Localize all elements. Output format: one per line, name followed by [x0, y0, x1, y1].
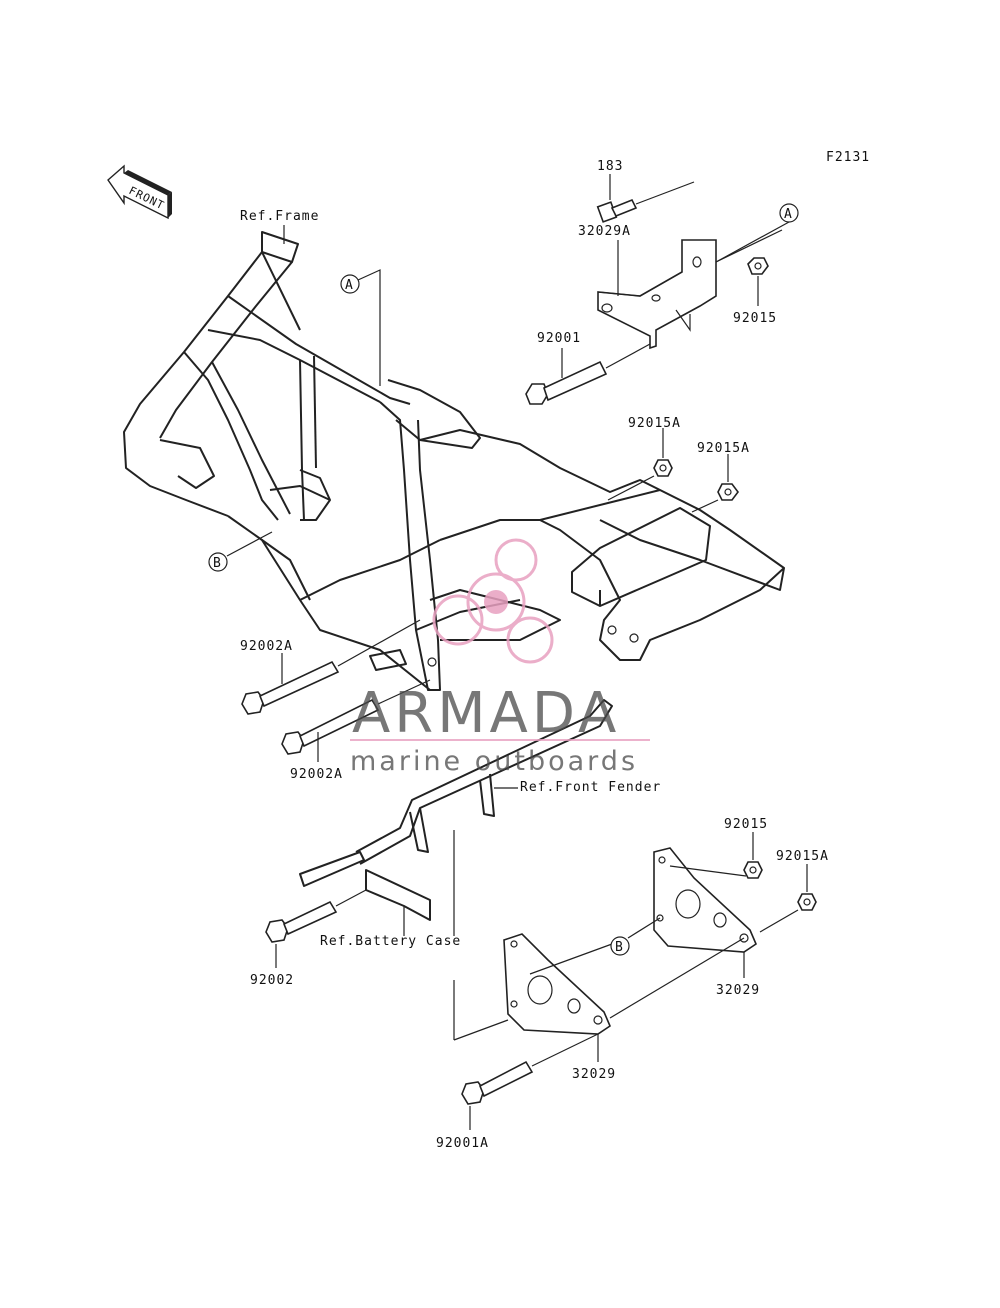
- svg-text:B: B: [615, 940, 624, 955]
- bolt-92001: [525, 343, 651, 405]
- bracket-32029A: [597, 239, 717, 350]
- label-ref-front-fender: Ref.Front Fender: [520, 780, 661, 795]
- label-32029-front: 32029: [572, 1067, 616, 1082]
- label-92015A-1: 92015A: [628, 416, 681, 431]
- diagram-code: F2131: [826, 150, 870, 165]
- label-92015A-2: 92015A: [697, 441, 750, 456]
- callout-b-bracket: B: [610, 936, 630, 956]
- label-92002: 92002: [250, 973, 294, 988]
- label-92015-bottom: 92015: [724, 817, 768, 832]
- label-183: 183: [597, 159, 623, 174]
- nut-92015A-2: [717, 483, 739, 501]
- watermark-logo-icon: [432, 538, 554, 664]
- frame: [123, 231, 785, 691]
- label-92002A-1: 92002A: [240, 639, 293, 654]
- bolt-92002: [265, 889, 367, 943]
- bolt-92002A-1: [241, 619, 421, 715]
- watermark-tagline: marine outboards: [350, 746, 638, 777]
- label-92001A: 92001A: [436, 1136, 489, 1151]
- svg-text:B: B: [213, 556, 222, 571]
- front-arrow-icon: FRONT: [107, 164, 172, 220]
- callout-a-top: A: [779, 203, 799, 223]
- callout-b-frame: B: [208, 552, 228, 572]
- bolt-92002A-2: [281, 679, 431, 755]
- callout-a-frame: A: [340, 274, 360, 294]
- watermark-brand: ARMADA: [352, 681, 620, 746]
- nut-92015-bottom: [743, 861, 763, 879]
- svg-text:A: A: [345, 278, 354, 293]
- label-ref-frame: Ref.Frame: [240, 209, 319, 224]
- nut-92015A-1: [653, 459, 673, 477]
- bracket-32029-rear: [653, 847, 757, 953]
- nut-92015A-bottom: [797, 893, 817, 911]
- label-92015-top: 92015: [733, 311, 777, 326]
- label-92001: 92001: [537, 331, 581, 346]
- label-92015A-bottom: 92015A: [776, 849, 829, 864]
- front-fender-bar: [299, 699, 613, 921]
- label-92002A-2: 92002A: [290, 767, 343, 782]
- bolt-92001A: [461, 1033, 599, 1105]
- leader-callout-a-top: [715, 229, 783, 263]
- nut-92015-top: [747, 257, 769, 275]
- bracket-32029-front: [503, 933, 611, 1035]
- svg-text:A: A: [784, 207, 793, 222]
- label-32029A: 32029A: [578, 224, 631, 239]
- label-ref-battery-case: Ref.Battery Case: [320, 934, 461, 949]
- bolt-183: [596, 181, 695, 223]
- label-32029-rear: 32029: [716, 983, 760, 998]
